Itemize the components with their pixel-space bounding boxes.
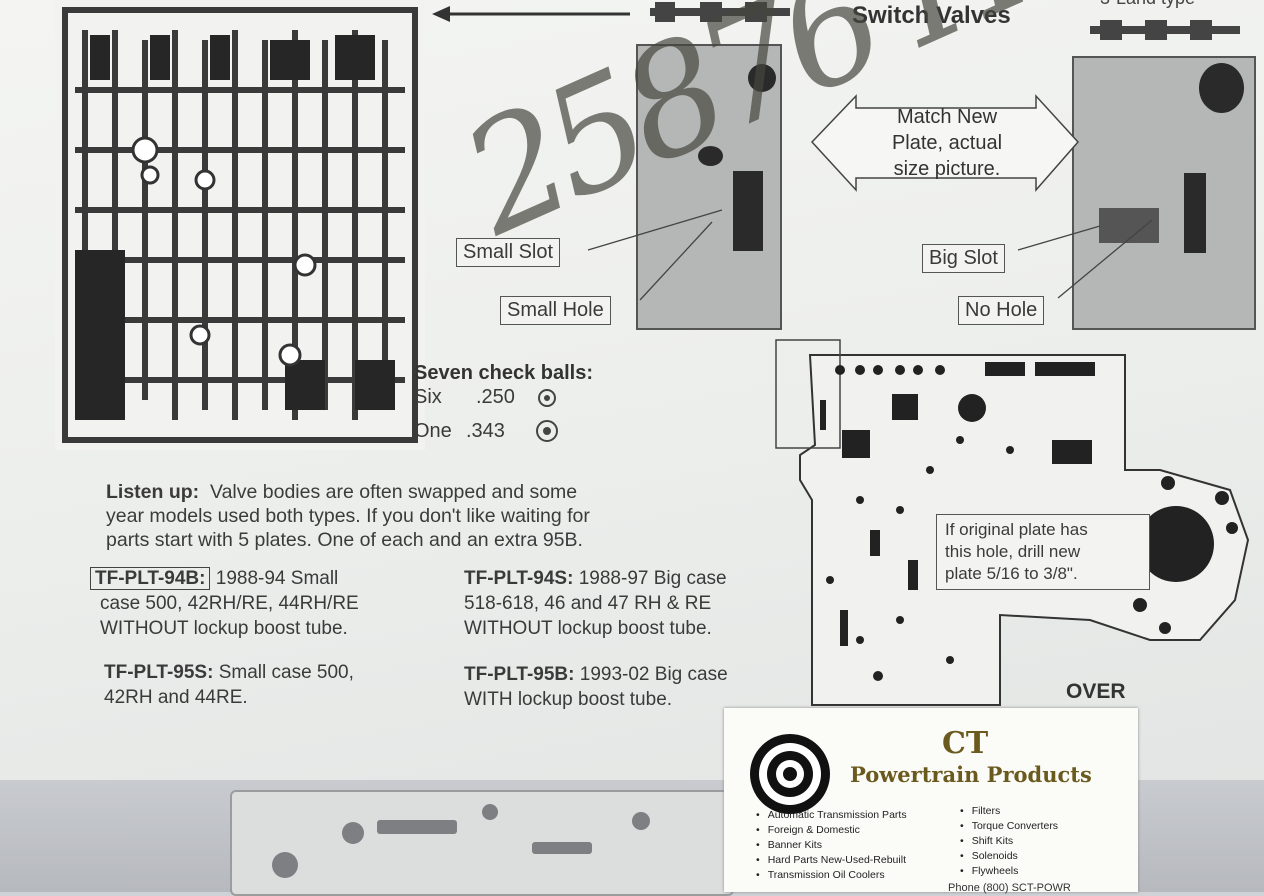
part-code: TF-PLT-94B: [90,567,211,590]
match-plate-note: Match New Plate, actual size picture. [860,104,1034,182]
one-label: One [414,420,452,442]
part-desc: WITHOUT lockup boost tube. [464,618,712,639]
big-slot-label: Big Slot [922,244,1005,273]
one-size: .343 [466,420,505,442]
part-code: TF-PLT-95B: [464,664,575,685]
part-tf-plt-95s: TF-PLT-95S: Small case 500, 42RH and 44R… [104,660,354,710]
over-label: OVER [1066,680,1126,703]
match-line-2: Plate, actual [891,132,1003,154]
part-desc: WITHOUT lockup boost tube. [100,618,348,639]
ct-powertrain-business-card: CT Powertrain Products Automatic Transmi… [724,708,1138,894]
part-code: TF-PLT-95S: [104,662,214,683]
part-tf-plt-94s: TF-PLT-94S: 1988-97 Big case 518-618, 46… [464,566,727,641]
list-item: Solenoids [960,849,1058,864]
list-item: Banner Kits [756,838,907,853]
small-hole-label: Small Hole [500,296,611,325]
small-slot-label: Small Slot [456,238,561,267]
part-desc: case 500, 42RH/RE, 44RH/RE [100,593,359,614]
six-label: Six [414,386,442,408]
list-item: Shift Kits [960,834,1058,849]
list-item: Filters [960,804,1058,819]
part-desc: WITH lockup boost tube. [464,689,673,710]
listen-line-1: Valve bodies are often swapped and some [210,481,578,503]
part-tf-plt-95b: TF-PLT-95B: 1993-02 Big case WITH lockup… [464,662,728,712]
no-hole-label: No Hole [958,296,1045,325]
listen-up-paragraph: Listen up: Valve bodies are often swappe… [106,480,590,552]
listen-up-lead: Listen up: [106,481,200,503]
list-item: Automatic Transmission Parts [756,808,907,823]
card-phone: Phone (800) SCT-POWR [948,882,1071,894]
target-logo-icon [750,734,830,814]
listen-line-3: parts start with 5 plates. One of each a… [106,529,583,551]
match-line-3: size picture. [893,158,1001,180]
check-balls-title: Seven check balls: [414,362,593,384]
land-type-label: 3-Land type [1100,0,1195,9]
six-size: .250 [476,386,515,408]
card-services-left: Automatic Transmission Parts Foreign & D… [756,808,907,883]
list-item: Torque Converters [960,819,1058,834]
part-desc: 518-618, 46 and 47 RH & RE [464,593,712,614]
part-desc: 42RH and 44RE. [104,687,248,708]
match-line-1: Match New [896,106,998,128]
part-desc: 1988-94 Small [215,568,339,589]
drill-line-2: this hole, drill new [945,542,1081,561]
card-brand-name: Powertrain Products [850,762,1092,787]
list-item: Foreign & Domestic [756,823,907,838]
card-services-right: Filters Torque Converters Shift Kits Sol… [960,804,1058,879]
drill-line-1: If original plate has [945,520,1088,539]
separator-plate-gasket [230,790,734,896]
drill-line-3: plate 5/16 to 3/8". [945,564,1078,583]
list-item: Flywheels [960,864,1058,879]
drill-note: If original plate has this hole, drill n… [936,514,1150,590]
plate-photo-big-slot [1072,56,1256,330]
part-desc: 1993-02 Big case [579,664,728,685]
switch-valves-title: Switch Valves [852,2,1011,29]
part-tf-plt-94b: TF-PLT-94B: 1988-94 Small case 500, 42RH… [90,566,359,641]
list-item: Hard Parts New-Used-Rebuilt [756,853,907,868]
card-brand-ct: CT [942,726,989,761]
part-code: TF-PLT-94S: [464,568,574,589]
list-item: Transmission Oil Coolers [756,868,907,883]
listen-line-2: year models used both types. If you don'… [106,505,590,527]
valve-body-illustration [55,0,425,450]
part-desc: 1988-97 Big case [578,568,727,589]
part-desc: Small case 500, [218,662,354,683]
